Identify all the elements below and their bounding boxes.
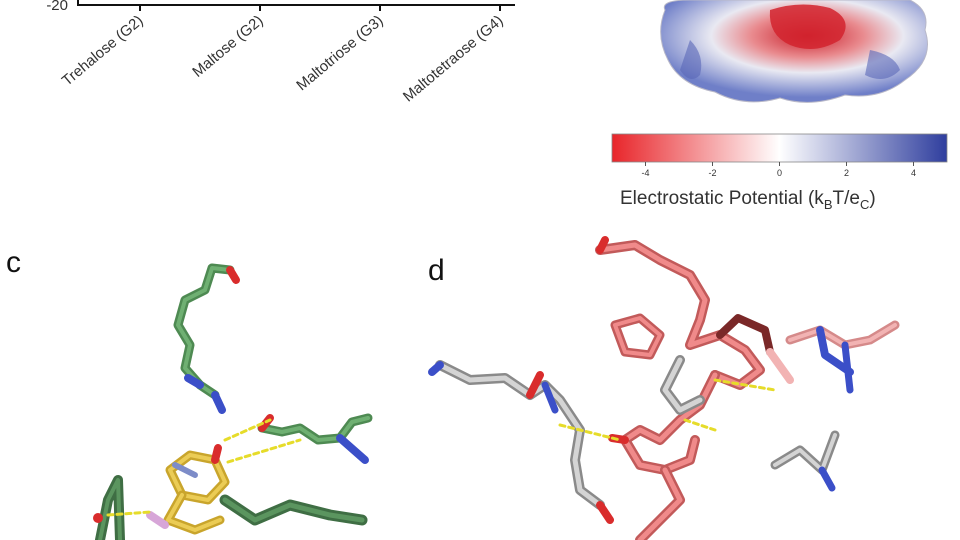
- bar-chart: -20 Trehalose (G2) Maltose (G2) Maltotrios…: [46, 0, 515, 105]
- x-tick-label: Maltotetraose (G4): [400, 12, 507, 105]
- electrostatic-surface-image: [660, 0, 928, 103]
- colorbar-title: Electrostatic Potential (kBT/eC): [620, 188, 876, 212]
- colorbar-tick-label: 0: [777, 168, 782, 178]
- panel-label-c: c: [6, 246, 21, 279]
- colorbar-title-mid: T/e: [832, 188, 859, 209]
- colorbar-tick-label: 2: [844, 168, 849, 178]
- colorbar-tick-label: 4: [911, 168, 916, 178]
- colorbar-tick-label: -4: [641, 168, 649, 178]
- colorbar-title-main: Electrostatic Potential (k: [620, 188, 824, 209]
- y-tick-label: -20: [46, 0, 68, 14]
- panel-d-structure: [428, 236, 900, 540]
- colorbar-title-sub-c: C: [860, 197, 869, 212]
- x-tick-label: Trehalose (G2): [59, 12, 147, 90]
- x-tick-label: Maltotriose (G3): [293, 12, 386, 94]
- colorbar: -4 -2 0 2 4 Electrostatic Potential (kBT/eC): [611, 133, 948, 212]
- panel-c-structure: [93, 263, 373, 540]
- x-tick-label: Maltose (G2): [189, 12, 266, 81]
- colorbar-title-end: ): [869, 188, 875, 209]
- panel-label-d: d: [428, 254, 445, 287]
- colorbar-title-sub-b: B: [824, 197, 833, 212]
- colorbar-tick-label: -2: [708, 168, 716, 178]
- colorbar-gradient: [611, 133, 948, 163]
